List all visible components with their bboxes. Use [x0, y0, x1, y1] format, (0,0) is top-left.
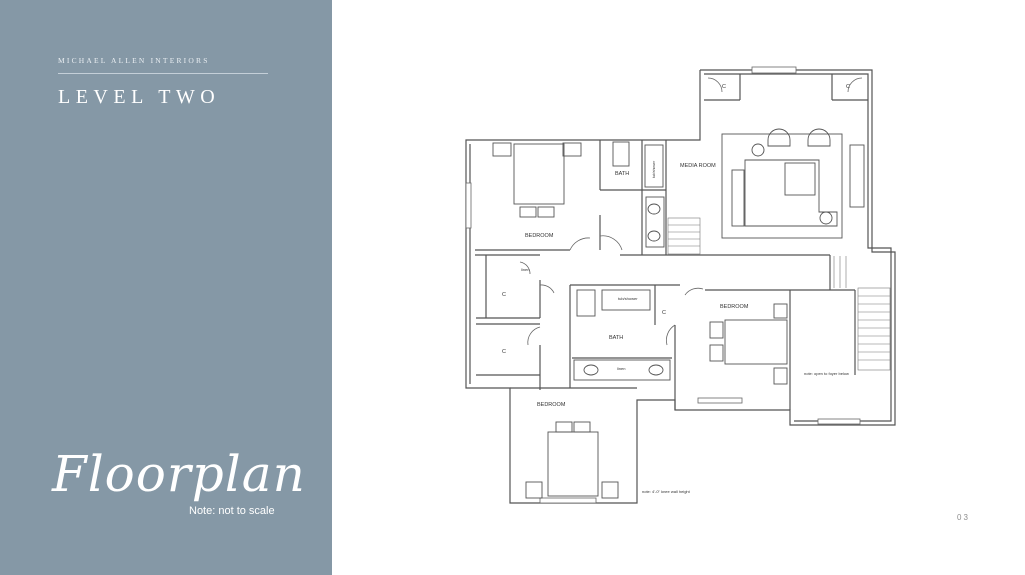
label-linen-top: linen — [521, 267, 529, 272]
label-closet-3: C — [662, 310, 666, 316]
divider — [58, 73, 268, 74]
stairs — [667, 217, 891, 371]
label-tub-shower-top: tub/shower — [652, 160, 656, 178]
page-number: 03 — [957, 513, 970, 522]
furniture — [492, 128, 865, 499]
door-swings — [519, 77, 863, 346]
label-closet-1: C — [502, 292, 506, 298]
label-media-room: MEDIA ROOM — [680, 163, 716, 169]
label-linen-mid: linen — [617, 366, 625, 371]
scale-note: Note: not to scale — [189, 505, 275, 517]
page-title: LEVEL TWO — [58, 86, 221, 108]
label-bedroom-right: BEDROOM — [720, 304, 749, 310]
label-bath-mid: BATH — [609, 335, 623, 341]
label-closet-5: C — [846, 84, 850, 90]
room-labels: MEDIA ROOM BATH tub/shower BEDROOM linen… — [502, 84, 850, 494]
label-bedroom-left: BEDROOM — [525, 233, 554, 239]
note-open-foyer: note: open to foyer below — [804, 371, 849, 376]
label-tub-shower-mid: tub/shower — [618, 296, 638, 301]
label-closet-4: C — [722, 84, 726, 90]
note-knee-wall: note: 4'-0" knee wall height — [642, 489, 691, 494]
sidebar-panel — [0, 0, 332, 575]
brand-name: MICHAEL ALLEN INTERIORS — [58, 56, 210, 65]
label-closet-2: C — [502, 349, 506, 355]
walls — [465, 69, 896, 504]
script-title: Floorplan — [52, 445, 306, 503]
label-bedroom-bottom: BEDROOM — [537, 402, 566, 408]
windows — [465, 66, 861, 504]
label-bath-top: BATH — [615, 171, 629, 177]
